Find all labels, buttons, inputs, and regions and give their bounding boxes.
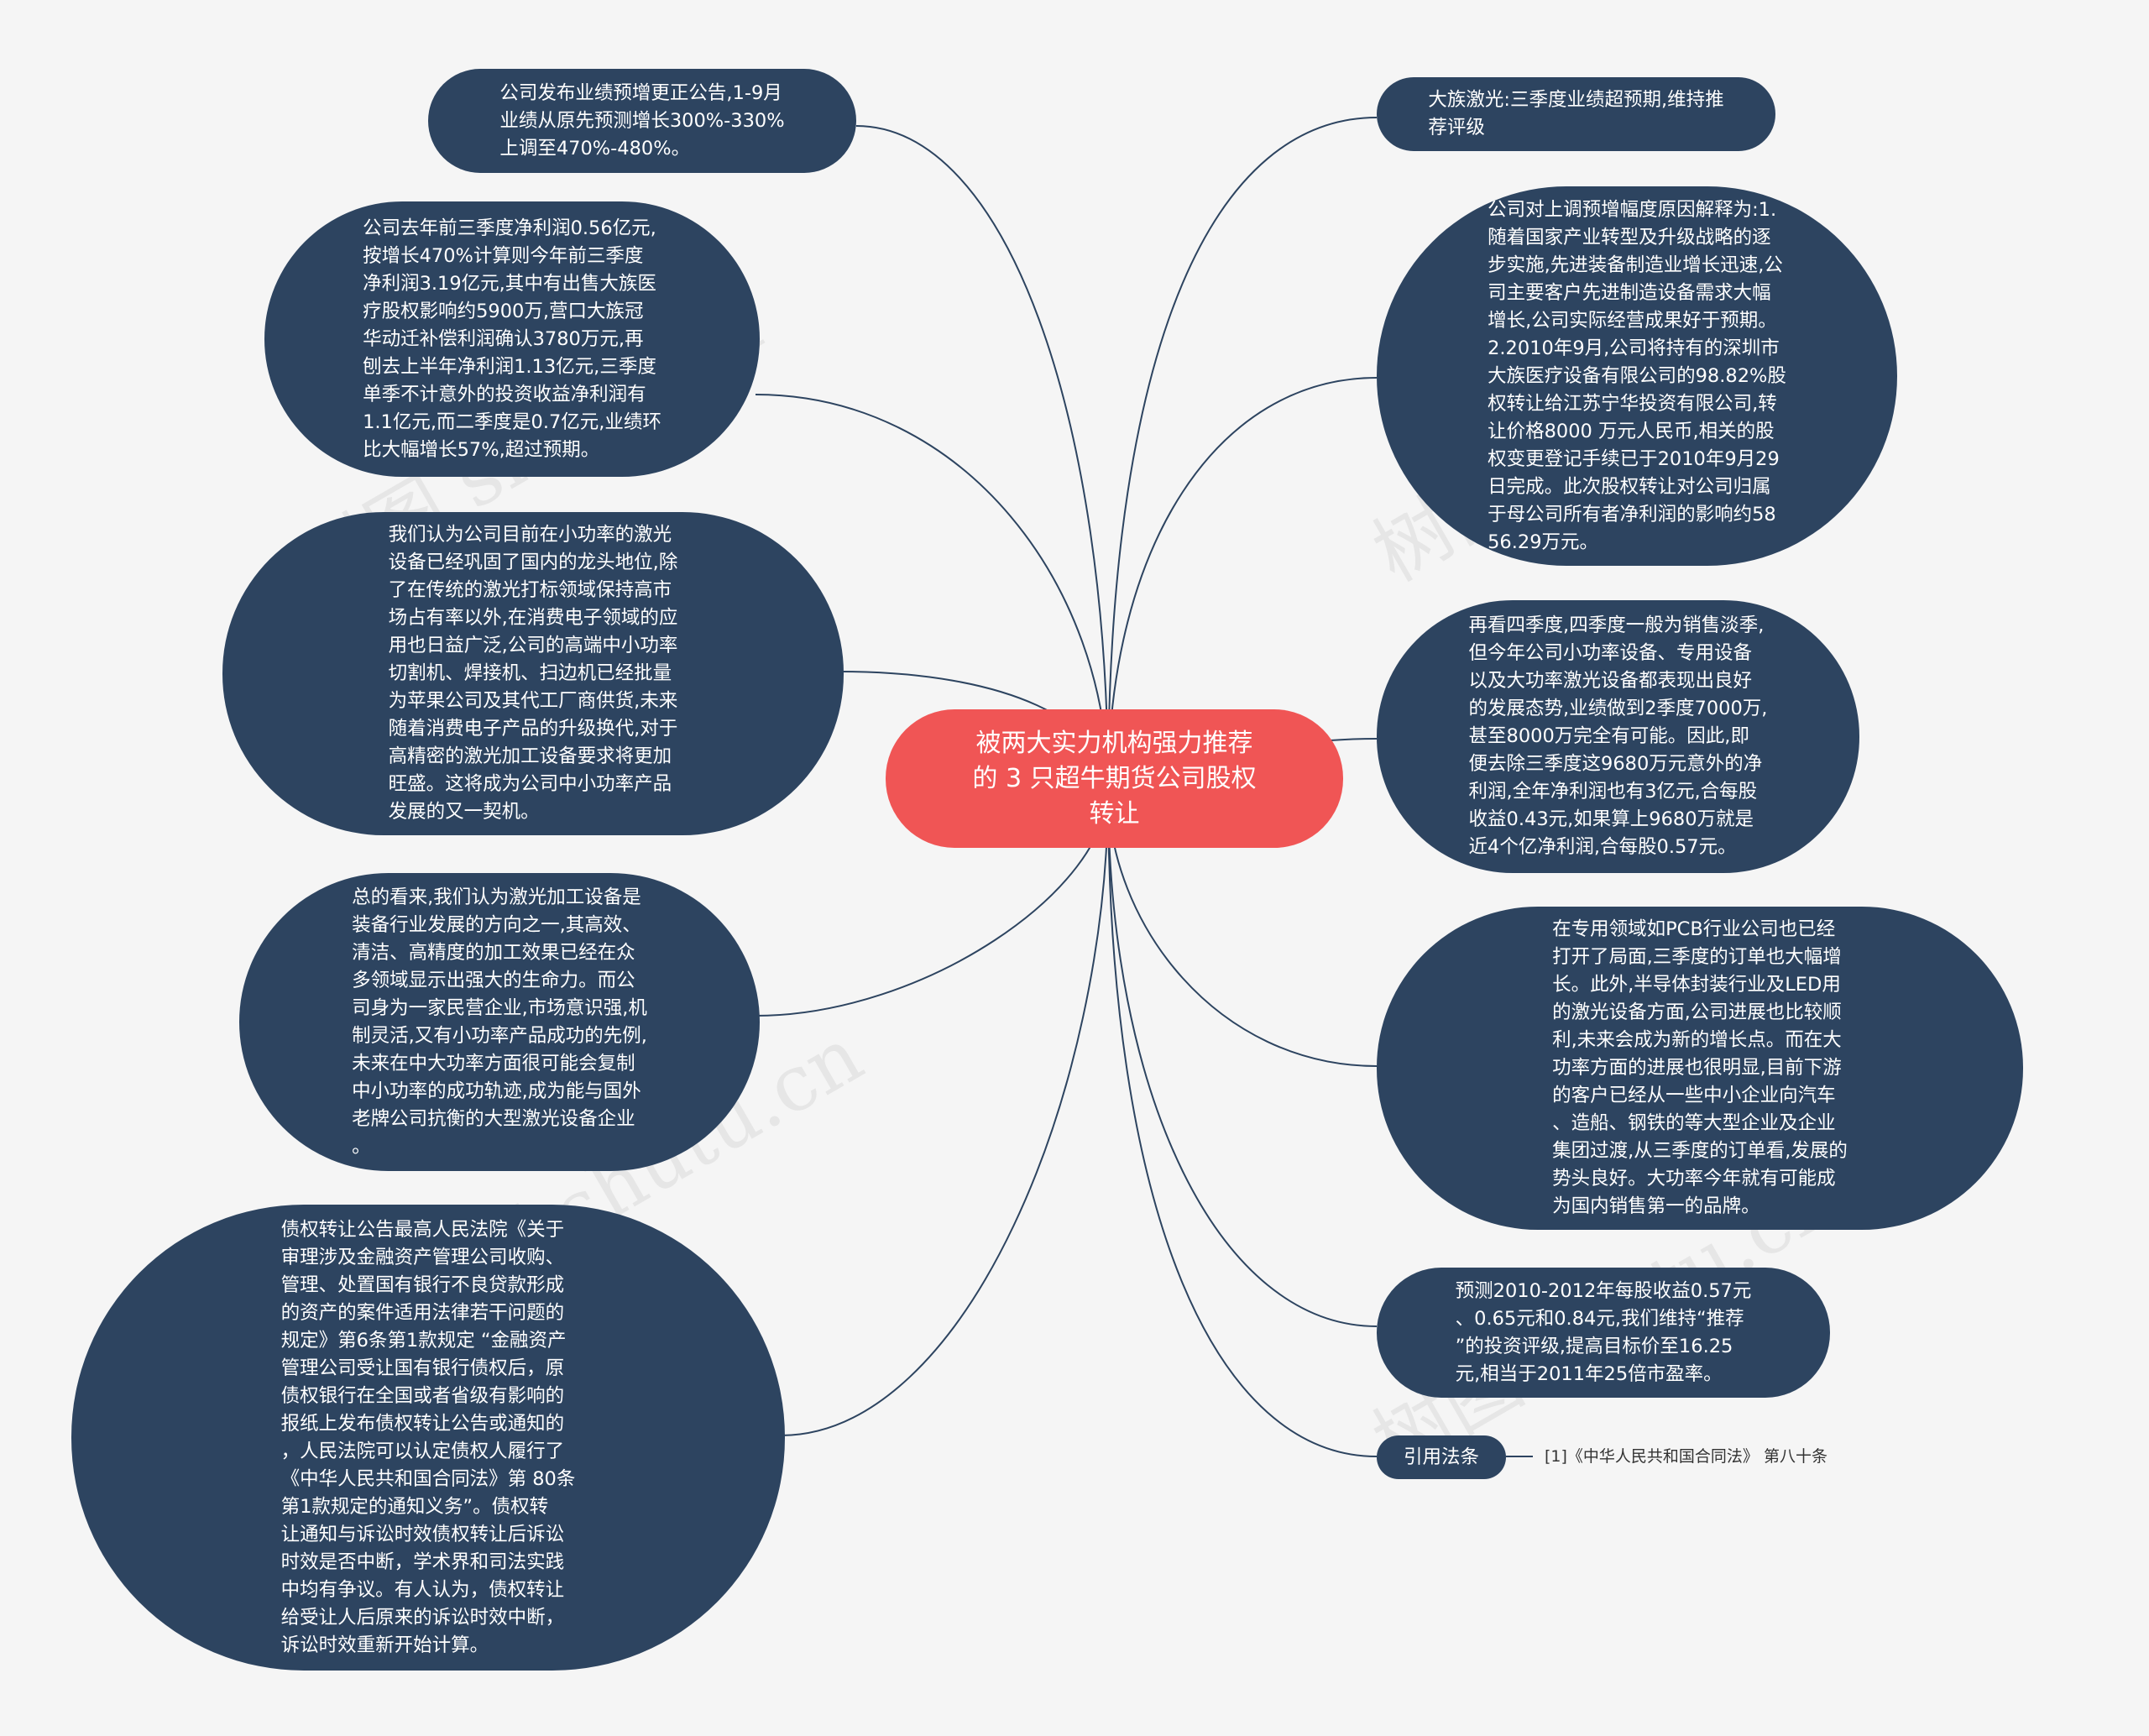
- node-text: 我们认为公司目前在小功率的激光 设备已经巩固了国内的龙头地位,除 了在传统的激光…: [388, 524, 678, 823]
- link-right-4: [1107, 788, 1378, 1327]
- right-node-ref-laws[interactable]: 引用法条: [1377, 1435, 1506, 1479]
- left-node-3[interactable]: 我们认为公司目前在小功率的激光 设备已经巩固了国内的龙头地位,除 了在传统的激光…: [222, 512, 844, 835]
- node-text: 总的看来,我们认为激光加工设备是 装备行业发展的方向之一,其高效、 清洁、高精度…: [352, 886, 647, 1158]
- left-node-5[interactable]: 债权转让公告最高人民法院《关于 审理涉及金融资产管理公司收购、 管理、处置国有银…: [71, 1205, 785, 1671]
- node-text: 公司发布业绩预增更正公告,1-9月 业绩从原先预测增长300%-330% 上调至…: [499, 81, 785, 159]
- left-node-1[interactable]: 公司发布业绩预增更正公告,1-9月 业绩从原先预测增长300%-330% 上调至…: [428, 69, 856, 173]
- right-node-1[interactable]: 大族激光:三季度业绩超预期,维持推 荐评级: [1377, 77, 1775, 151]
- node-text: 公司对上调预增幅度原因解释为:1. 随着国家产业转型及升级战略的逐 步实施,先进…: [1488, 198, 1786, 553]
- root-topic-node[interactable]: 被两大实力机构强力推荐 的 3 只超牛期货公司股权 转让: [886, 709, 1343, 848]
- link-right-1: [1107, 377, 1378, 790]
- link-left-1: [755, 394, 1109, 790]
- node-text: 债权转让公告最高人民法院《关于 审理涉及金融资产管理公司收购、 管理、处置国有银…: [280, 1218, 576, 1656]
- link-left-4: [780, 788, 1109, 1436]
- node-text: 引用法条: [1403, 1446, 1479, 1468]
- link-right-5: [1107, 788, 1378, 1457]
- node-text: 公司去年前三季度净利润0.56亿元, 按增长470%计算则今年前三季度 净利润3…: [363, 217, 661, 461]
- root-topic-text: 被两大实力机构强力推荐 的 3 只超牛期货公司股权 转让: [972, 728, 1257, 829]
- node-text: 在专用领域如PCB行业公司也已经 打开了局面,三季度的订单也大幅增 长。此外,半…: [1552, 918, 1848, 1217]
- node-text: 大族激光:三季度业绩超预期,维持推 荐评级: [1428, 89, 1724, 139]
- node-text: 预测2010-2012年每股收益0.57元 、0.65元和0.84元,我们维持“…: [1455, 1279, 1752, 1385]
- link-left-0: [855, 125, 1109, 790]
- node-text: 再看四季度,四季度一般为销售淡季, 但今年公司小功率设备、专用设备 以及大功率激…: [1468, 614, 1768, 858]
- right-node-4[interactable]: 在专用领域如PCB行业公司也已经 打开了局面,三季度的订单也大幅增 长。此外,半…: [1377, 907, 2023, 1230]
- left-node-4[interactable]: 总的看来,我们认为激光加工设备是 装备行业发展的方向之一,其高效、 清洁、高精度…: [239, 873, 760, 1171]
- right-node-3[interactable]: 再看四季度,四季度一般为销售淡季, 但今年公司小功率设备、专用设备 以及大功率激…: [1377, 600, 1859, 873]
- ref-leaf-text: [1]《中华人民共和国合同法》 第八十条: [1545, 1447, 1827, 1466]
- left-node-2[interactable]: 公司去年前三季度净利润0.56亿元, 按增长470%计算则今年前三季度 净利润3…: [264, 201, 760, 477]
- right-node-5[interactable]: 预测2010-2012年每股收益0.57元 、0.65元和0.84元,我们维持“…: [1377, 1268, 1830, 1398]
- right-node-2[interactable]: 公司对上调预增幅度原因解释为:1. 随着国家产业转型及升级战略的逐 步实施,先进…: [1377, 186, 1897, 566]
- link-right-0: [1107, 117, 1378, 790]
